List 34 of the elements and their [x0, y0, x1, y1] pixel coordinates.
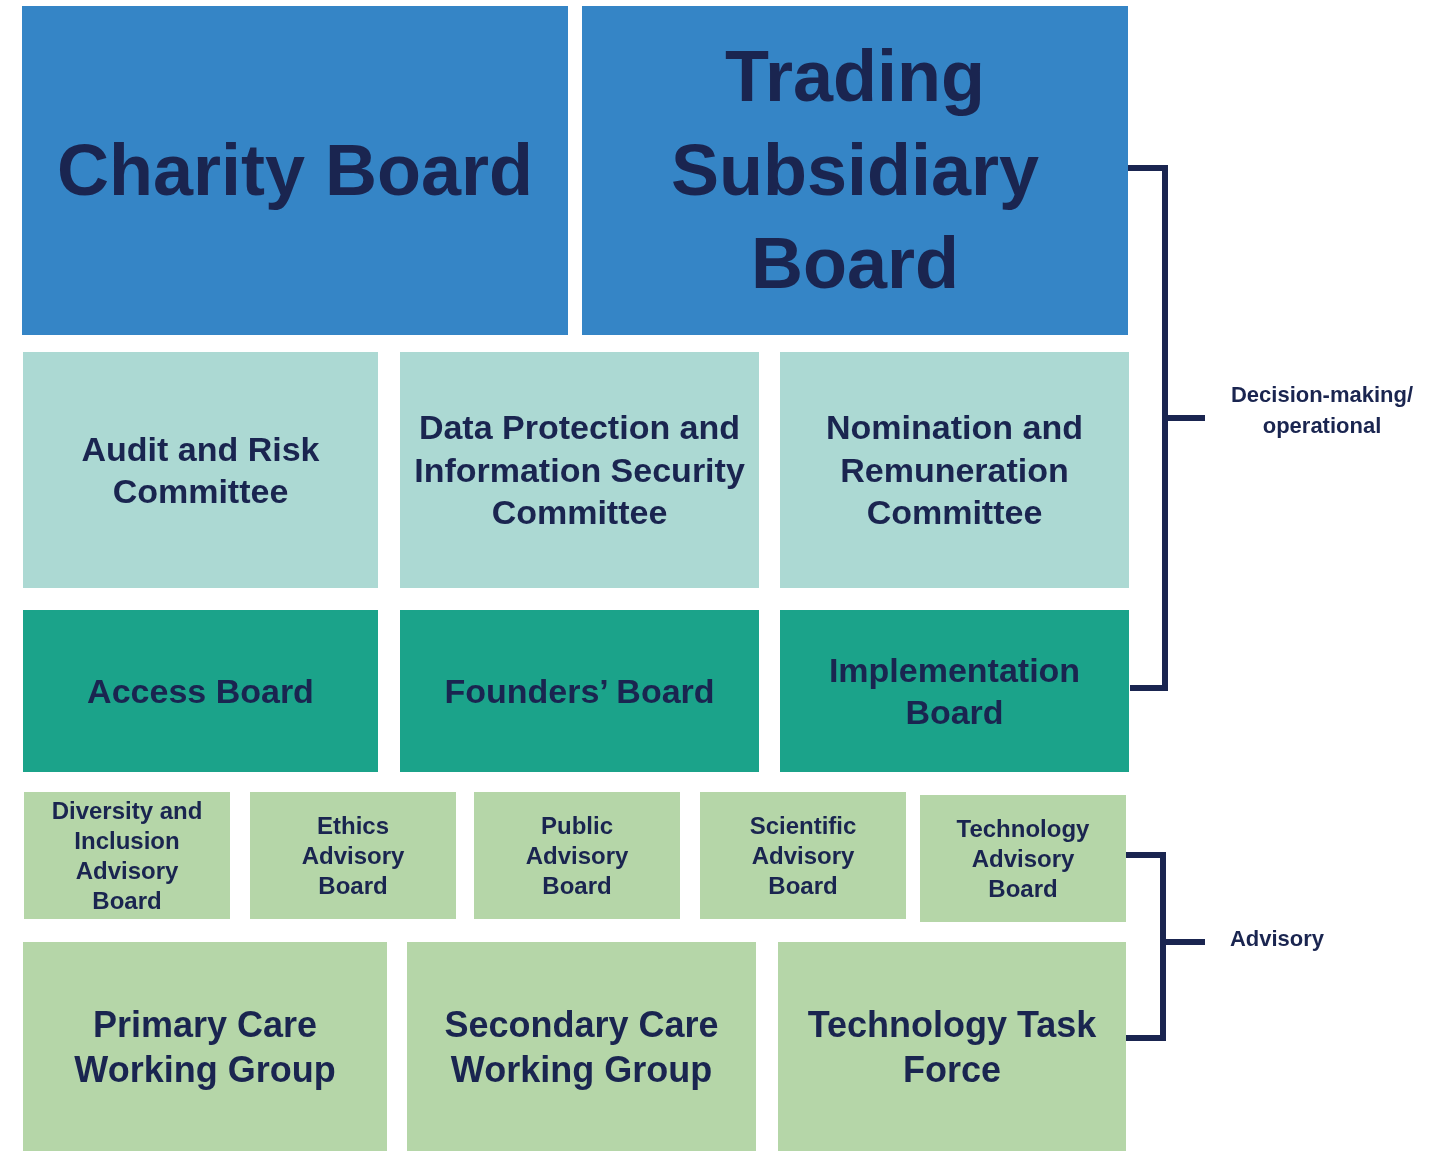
advisory-board-box: [474, 792, 680, 919]
node-label: Primary Care Working Group: [73, 1002, 337, 1092]
board-box: [22, 6, 568, 335]
committee-box: [780, 352, 1129, 588]
node-label: Ethics Advisory Board: [300, 810, 406, 901]
advisory-board-box: [24, 792, 230, 919]
node-label: Technology Advisory Board: [955, 813, 1091, 904]
advisory-board-box: [700, 792, 906, 919]
category-label: Advisory: [1228, 925, 1326, 953]
category-label: Decision-making/ operational: [1229, 381, 1415, 440]
committee-box: [400, 352, 759, 588]
board-box: [23, 610, 378, 772]
advisory-board-box: [920, 795, 1126, 922]
advisory-board-box: [250, 792, 456, 919]
node-label: Audit and Risk Committee: [80, 428, 321, 512]
committee-box: [23, 352, 378, 588]
working-group-box: [778, 942, 1126, 1151]
working-group-box: [407, 942, 756, 1151]
node-label: Nomination and Remuneration Committee: [825, 407, 1084, 534]
node-label: Technology Task Force: [806, 1002, 1098, 1092]
node-label: Data Protection and Information Security Committee: [414, 407, 745, 534]
board-box: [400, 610, 759, 772]
board-box: [582, 6, 1128, 335]
working-group-box: [23, 942, 387, 1151]
node-label: Charity Board: [56, 128, 534, 212]
node-label: Secondary Care Working Group: [443, 1002, 720, 1092]
node-label: Scientific Advisory Board: [748, 810, 858, 901]
node-label: Public Advisory Board: [524, 810, 630, 901]
node-label: Founders’ Board: [444, 670, 715, 712]
node-label: Access Board: [87, 670, 314, 712]
node-label: Diversity and Inclusion Advisory Board: [50, 795, 204, 916]
board-box: [780, 610, 1129, 772]
node-label: Implementation Board: [827, 649, 1082, 733]
node-label: Trading Subsidiary Board: [669, 35, 1041, 306]
